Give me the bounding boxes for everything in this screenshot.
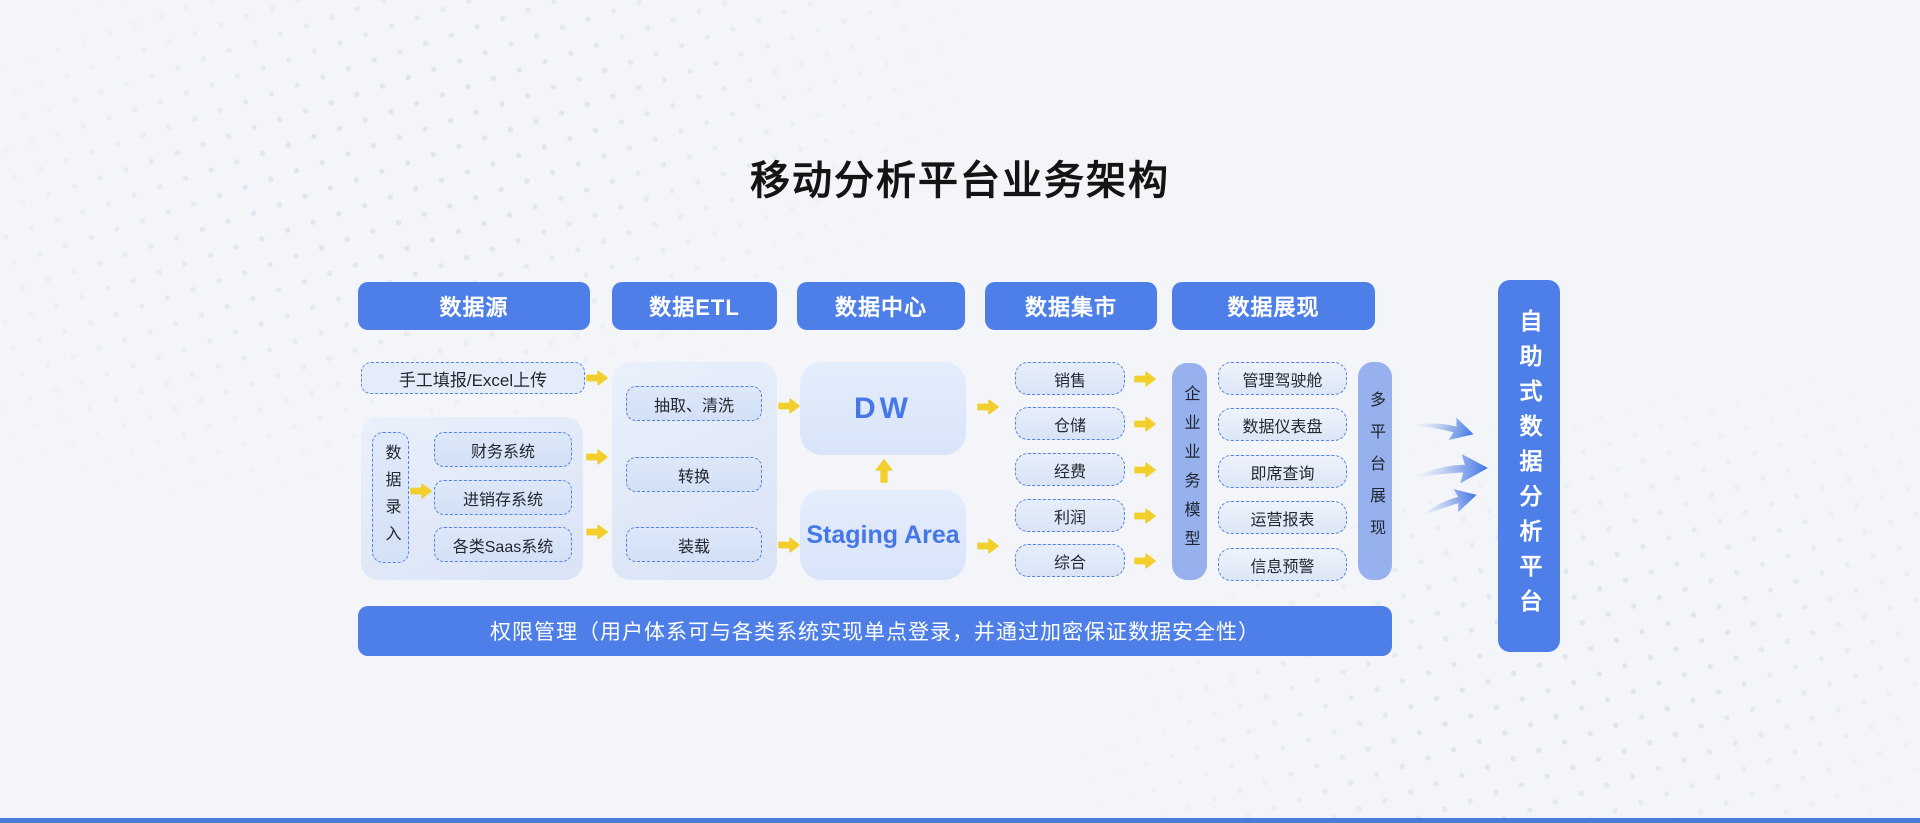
flow-arrow-icon: [1134, 508, 1156, 524]
header-data-source: 数据源: [358, 282, 590, 330]
display-box-data-dashboard: 数据仪表盘: [1218, 408, 1347, 441]
header-data-display: 数据展现: [1172, 282, 1375, 330]
page-title: 移动分析平台业务架构: [750, 159, 1170, 203]
flow-arrow-icon: [586, 524, 608, 540]
system-box-finance: 财务系统: [434, 432, 572, 467]
flow-arrow-icon: [778, 398, 800, 414]
up-arrow-icon: [875, 459, 893, 483]
platform-bar: 自助式数据分析平台: [1498, 280, 1560, 652]
display-box-dashboard-cockpit: 管理驾驶舱: [1218, 362, 1347, 395]
footer-permission-bar: 权限管理（用户体系可与各类系统实现单点登录，并通过加密保证数据安全性）: [358, 606, 1392, 656]
data-entry-bar: 数据录入: [372, 432, 409, 563]
display-box-info-alert: 信息预警: [1218, 548, 1347, 581]
flow-arrow-icon: [586, 370, 608, 386]
header-data-etl: 数据ETL: [612, 282, 777, 330]
manual-upload-box: 手工填报/Excel上传: [361, 362, 585, 394]
flow-arrow-icon: [778, 537, 800, 553]
flow-arrow-icon: [977, 399, 999, 415]
staging-area-box: Staging Area: [800, 490, 966, 580]
flow-arrow-icon: [410, 483, 432, 499]
flow-arrow-icon: [977, 538, 999, 554]
flow-arrow-icon: [1134, 416, 1156, 432]
swoosh-arrow-icon: [1419, 489, 1477, 517]
system-box-saas: 各类Saas系统: [434, 527, 572, 562]
etl-step-transform: 转换: [626, 457, 762, 492]
mart-box-warehouse: 仓储: [1015, 407, 1125, 440]
swoosh-arrow-icon: [1413, 417, 1474, 440]
swoosh-arrow-icon: [1412, 454, 1488, 484]
mart-box-expense: 经费: [1015, 453, 1125, 486]
flow-arrow-icon: [1134, 371, 1156, 387]
display-box-operation-report: 运营报表: [1218, 501, 1347, 534]
header-data-mart: 数据集市: [985, 282, 1157, 330]
flow-arrow-icon: [1134, 553, 1156, 569]
mart-box-composite: 综合: [1015, 544, 1125, 577]
multi-platform-bar: 多平台展现: [1358, 362, 1392, 580]
dw-box: DW: [800, 362, 966, 455]
enterprise-model-bar: 企业业务模型: [1172, 363, 1207, 580]
flow-arrow-icon: [586, 449, 608, 465]
mart-box-profit: 利润: [1015, 499, 1125, 532]
etl-step-extract-clean: 抽取、清洗: [626, 386, 762, 421]
header-data-center: 数据中心: [797, 282, 965, 330]
display-box-adhoc-query: 即席查询: [1218, 455, 1347, 488]
etl-step-load: 装载: [626, 527, 762, 562]
system-box-invoicing: 进销存系统: [434, 480, 572, 515]
bottom-accent-line: [0, 818, 1920, 823]
flow-arrow-icon: [1134, 462, 1156, 478]
mart-box-sales: 销售: [1015, 362, 1125, 395]
